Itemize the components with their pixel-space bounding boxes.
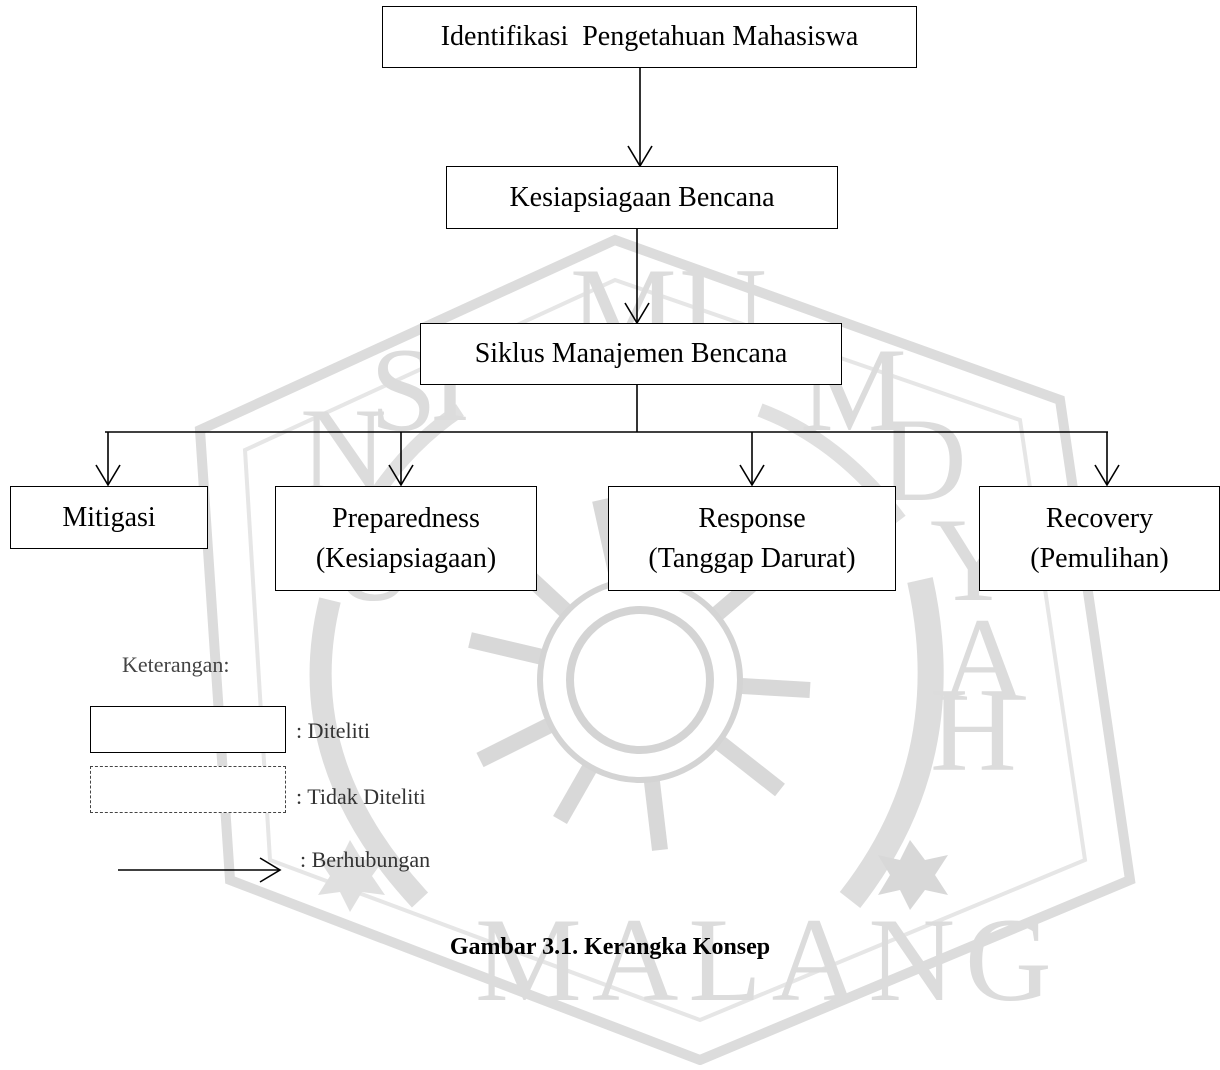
node-identifikasi: Identifikasi Pengetahuan Mahasiswa (382, 6, 917, 68)
legend-diteliti-label: : Diteliti (296, 718, 370, 743)
legend-dashed-box (90, 766, 286, 813)
node-label-line2: (Pemulihan) (1030, 542, 1169, 574)
node-recovery: Recovery (Pemulihan) (979, 486, 1220, 591)
node-label: Identifikasi Pengetahuan Mahasiswa (440, 21, 859, 52)
watermark-letter: A (940, 593, 1027, 726)
node-label: Siklus Manajemen Bencana (474, 338, 788, 369)
node-label-line2: (Kesiapsiagaan) (315, 542, 497, 574)
watermark-letter: H (930, 663, 1017, 796)
node-label: Kesiapsiagaan Bencana (509, 181, 775, 213)
legend-solid-box (90, 706, 286, 753)
legend-title: Keterangan: (122, 652, 230, 677)
node-kesiapsiagaan-bencana: Kesiapsiagaan Bencana (446, 166, 838, 229)
figure-caption: Gambar 3.1. Kerangka Konsep (449, 934, 771, 960)
node-label-line1: Recovery (1045, 502, 1154, 534)
watermark-bottom-text: MALANG (475, 893, 1062, 1026)
node-preparedness: Preparedness (Kesiapsiagaan) (275, 486, 537, 591)
node-label-line1: Response (698, 502, 806, 534)
node-response: Response (Tanggap Darurat) (608, 486, 896, 591)
node-mitigasi: Mitigasi (10, 486, 208, 549)
node-siklus-manajemen-bencana: Siklus Manajemen Bencana (420, 323, 842, 385)
node-label: Mitigasi (62, 501, 156, 533)
node-label-line2: (Tanggap Darurat) (648, 542, 856, 574)
legend-tidak-diteliti-label: : Tidak Diteliti (296, 784, 426, 809)
legend-berhubungan-label: : Berhubungan (300, 847, 431, 872)
node-label-line1: Preparedness (332, 502, 480, 534)
